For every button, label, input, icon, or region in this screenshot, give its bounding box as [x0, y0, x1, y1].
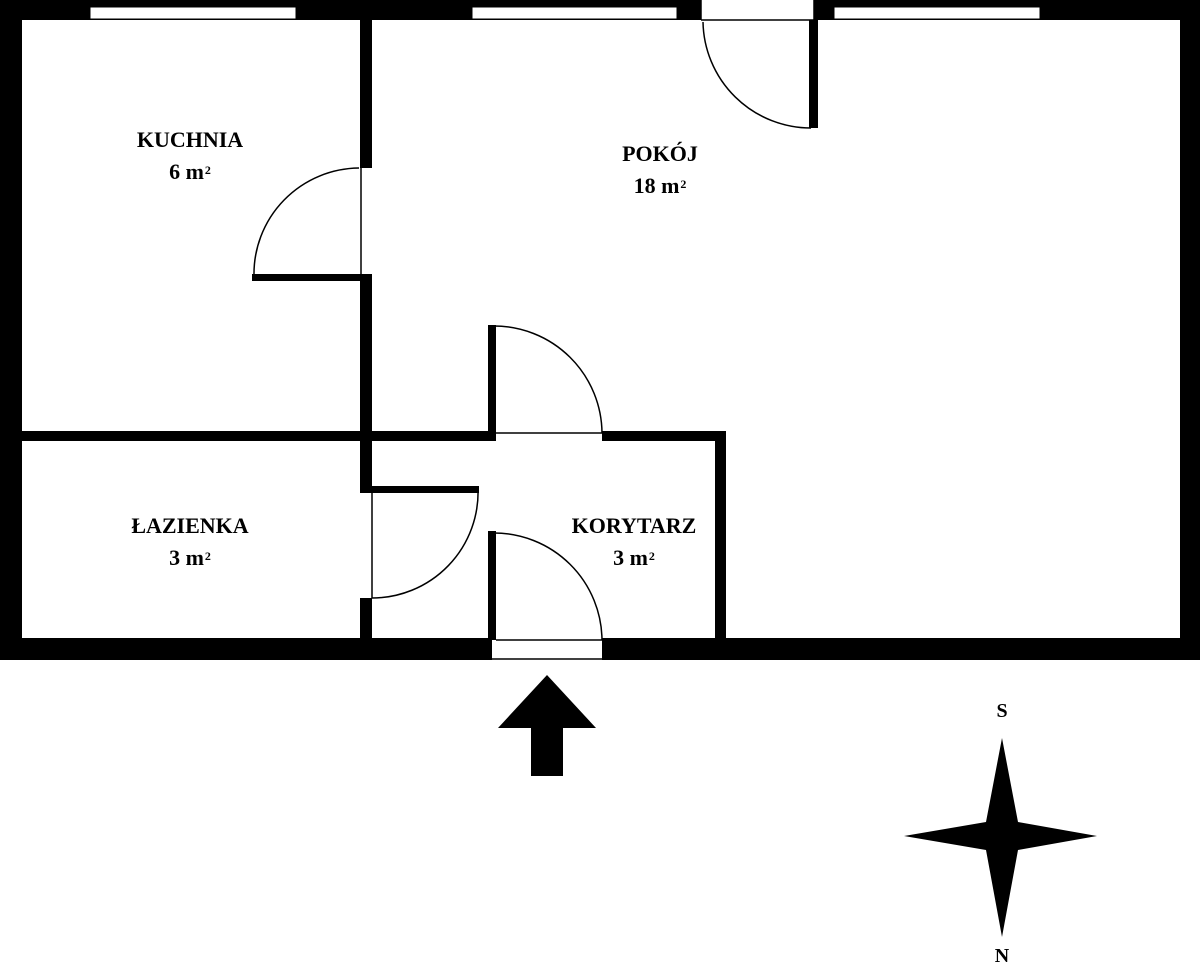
- window-kitchen: [89, 6, 297, 20]
- room-area: 3 m2: [70, 542, 310, 574]
- room-area: 6 m2: [70, 156, 310, 188]
- window-room-2: [833, 6, 1041, 20]
- door-arc-kitchen: [253, 167, 360, 277]
- wall-entrance-jamb: [488, 531, 496, 640]
- wall-corridor-right: [715, 431, 726, 640]
- compass-letter-top: S: [996, 700, 1008, 722]
- wall-room-corridor-right: [602, 431, 726, 441]
- door-arc-balcony: [702, 21, 812, 129]
- wall-kitchen-bathroom: [22, 431, 492, 441]
- room-label-lazienka: ŁAZIENKA 3 m2: [70, 510, 310, 574]
- room-area-exponent: 2: [204, 549, 211, 563]
- room-name: ŁAZIENKA: [131, 513, 249, 538]
- room-label-pokoj: POKÓJ 18 m2: [540, 138, 780, 202]
- wall-room-door-jamb: [809, 20, 818, 128]
- wall-bottom-segment-2: [602, 638, 1200, 660]
- room-area-unit: m: [661, 173, 680, 198]
- room-area: 3 m2: [514, 542, 754, 574]
- wall-bathroom-corridor-lower: [360, 598, 372, 640]
- door-arc-room: [493, 325, 603, 434]
- room-area-exponent: 2: [204, 163, 211, 177]
- wall-kitchen-room-upper: [360, 20, 372, 168]
- wall-right: [1180, 0, 1200, 660]
- compass-letter-bottom: N: [994, 945, 1010, 967]
- room-area-unit: m: [185, 159, 204, 184]
- wall-kitchen-door-stub: [252, 274, 372, 281]
- door-arc-entrance: [493, 532, 603, 641]
- room-name: KORYTARZ: [571, 513, 697, 538]
- wall-bathroom-corridor-upper: [360, 441, 372, 493]
- room-area-number: 3: [169, 545, 181, 570]
- wall-bottom-segment-1: [0, 638, 492, 660]
- room-area-number: 3: [613, 545, 625, 570]
- wall-kitchen-room-lower: [360, 276, 372, 438]
- room-area-number: 18: [633, 173, 656, 198]
- door-arc-bathroom: [371, 487, 479, 599]
- room-area-unit: m: [629, 545, 648, 570]
- doors: [253, 0, 815, 660]
- room-area-number: 6: [169, 159, 181, 184]
- room-area-unit: m: [185, 545, 204, 570]
- interior-walls: [22, 20, 818, 640]
- entrance-arrow-icon: [498, 675, 596, 776]
- room-area-exponent: 2: [680, 177, 687, 191]
- windows: [89, 6, 1041, 20]
- room-area-exponent: 2: [648, 549, 655, 563]
- wall-room-corridor-left: [488, 325, 496, 441]
- room-area: 18 m2: [540, 170, 780, 202]
- room-name: POKÓJ: [622, 141, 698, 166]
- compass-rose-icon: [904, 738, 1097, 937]
- wall-bathroom-door-stub: [372, 486, 479, 493]
- window-room-1: [471, 6, 678, 20]
- room-label-korytarz: KORYTARZ 3 m2: [514, 510, 754, 574]
- room-name: KUCHNIA: [136, 127, 244, 152]
- room-label-kuchnia: KUCHNIA 6 m2: [70, 124, 310, 188]
- wall-left: [0, 0, 22, 660]
